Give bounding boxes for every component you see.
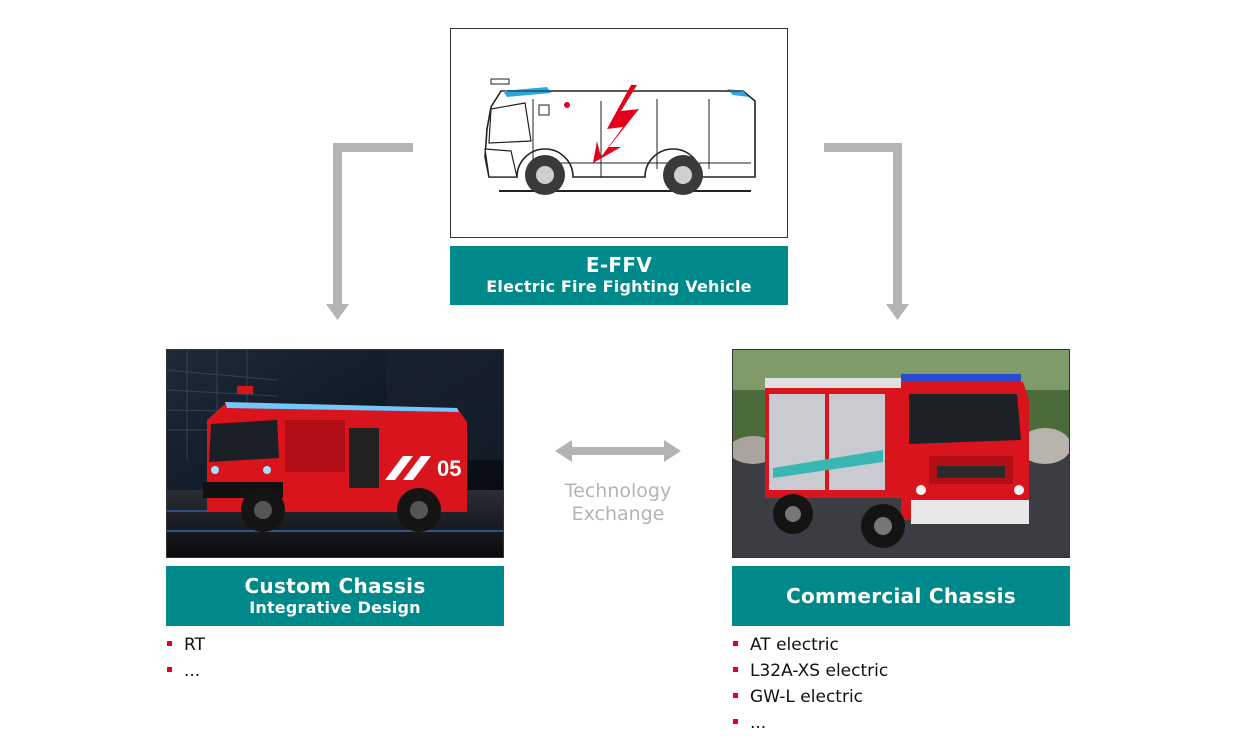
bullet-icon [733, 719, 738, 724]
commercial-chassis-banner: Commercial Chassis [732, 566, 1070, 626]
technology-exchange-label: Technology Exchange [548, 480, 688, 526]
commercial-fire-truck-image [733, 350, 1069, 557]
bullet-icon [733, 667, 738, 672]
custom-chassis-banner: Custom Chassis Integrative Design [166, 566, 504, 626]
commercial-chassis-models: AT electric L32A-XS electric GW-L electr… [732, 632, 1062, 736]
commercial-chassis-photo [732, 349, 1070, 558]
double-arrow-icon [555, 440, 681, 462]
wheel-icon [525, 155, 565, 195]
custom-fire-truck-image: 05 [167, 350, 503, 557]
arrow-down-icon [326, 143, 413, 320]
list-item-label: ... [184, 661, 201, 681]
list-item-label: AT electric [750, 635, 839, 655]
list-item: RT [166, 632, 496, 658]
wheel-icon [663, 155, 703, 195]
lightning-bolt-icon [593, 85, 639, 163]
list-item-label: GW-L electric [750, 687, 864, 707]
list-item: GW-L electric [732, 684, 1062, 710]
custom-chassis-title: Custom Chassis [244, 573, 426, 598]
custom-chassis-photo: 05 [166, 349, 504, 558]
bullet-icon [733, 641, 738, 646]
list-item: AT electric [732, 632, 1062, 658]
technology-exchange-line2: Exchange [571, 503, 665, 525]
bullet-icon [733, 693, 738, 698]
effv-drawing-frame [450, 28, 788, 238]
list-item: ... [732, 710, 1062, 736]
list-item-label: L32A-XS electric [750, 661, 889, 681]
list-item-label: RT [184, 635, 205, 655]
commercial-chassis-title: Commercial Chassis [786, 583, 1016, 608]
svg-text:05: 05 [437, 456, 461, 481]
effv-banner: E-FFV Electric Fire Fighting Vehicle [450, 246, 788, 305]
bullet-icon [167, 641, 172, 646]
list-item-label: ... [750, 713, 767, 733]
list-item: L32A-XS electric [732, 658, 1062, 684]
custom-chassis-models: RT ... [166, 632, 496, 684]
effv-title: E-FFV [585, 253, 653, 277]
effv-subtitle: Electric Fire Fighting Vehicle [486, 277, 752, 296]
arrow-down-icon [824, 143, 909, 320]
electric-truck-drawing [484, 78, 756, 195]
technology-exchange-line1: Technology [564, 480, 672, 502]
custom-chassis-subtitle: Integrative Design [249, 597, 421, 617]
bullet-icon [167, 667, 172, 672]
list-item: ... [166, 658, 496, 684]
